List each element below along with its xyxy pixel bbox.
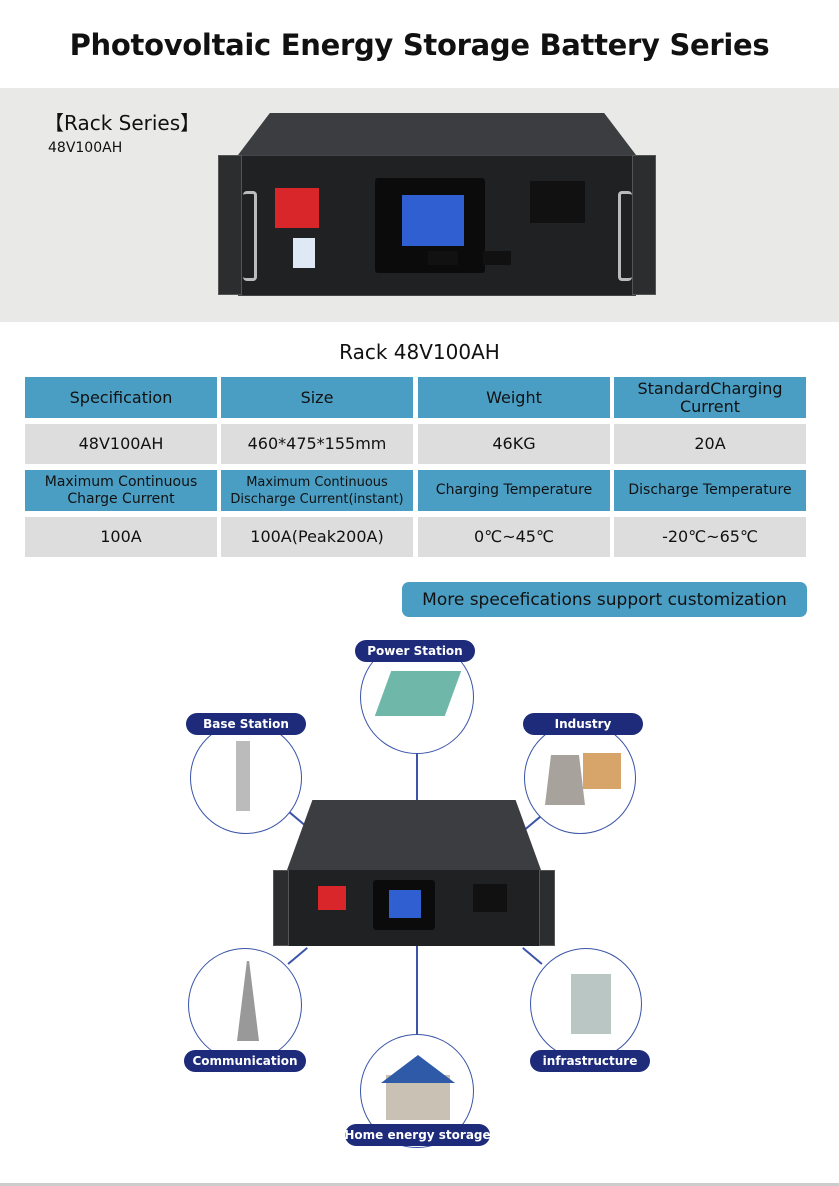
battery-image bbox=[273, 800, 555, 946]
battery-image bbox=[218, 113, 656, 296]
infrastructure-image bbox=[530, 948, 642, 1060]
customization-button[interactable]: More specefications support customizatio… bbox=[402, 582, 807, 617]
base-station-image bbox=[190, 722, 302, 834]
industry-image bbox=[524, 722, 636, 834]
table-header-cell: Discharge Temperature bbox=[614, 470, 806, 511]
table-cell: 0℃~45℃ bbox=[418, 517, 610, 557]
application-label: Base Station bbox=[186, 713, 306, 735]
application-label: infrastructure bbox=[530, 1050, 650, 1072]
table-cell: 100A bbox=[25, 517, 217, 557]
communication-image bbox=[188, 948, 302, 1062]
table-cell: 46KG bbox=[418, 424, 610, 464]
table-cell: -20℃~65℃ bbox=[614, 517, 806, 557]
product-title: Rack 48V100AH bbox=[339, 340, 500, 364]
application-label: Industry bbox=[523, 713, 643, 735]
application-label: Power Station bbox=[355, 640, 475, 662]
table-cell: 20A bbox=[614, 424, 806, 464]
table-header-cell: Weight bbox=[418, 377, 610, 418]
table-header-cell: StandardCharging Current bbox=[614, 377, 806, 418]
series-label: 【Rack Series】 bbox=[44, 111, 201, 135]
divider bbox=[0, 1183, 839, 1186]
table-header-cell: Size bbox=[221, 377, 413, 418]
application-label: Home energy storage bbox=[344, 1124, 491, 1146]
table-header-cell: Maximum Continuous Charge Current bbox=[25, 470, 217, 511]
table-header-cell: Specification bbox=[25, 377, 217, 418]
table-cell: 100A(Peak200A) bbox=[221, 517, 413, 557]
table-header-cell: Maximum Continuous Discharge Current(ins… bbox=[221, 470, 413, 511]
table-header-cell: Charging Temperature bbox=[418, 470, 610, 511]
table-cell: 460*475*155mm bbox=[221, 424, 413, 464]
application-label: Communication bbox=[184, 1050, 306, 1072]
page-title: Photovoltaic Energy Storage Battery Seri… bbox=[69, 28, 770, 62]
table-cell: 48V100AH bbox=[25, 424, 217, 464]
series-model: 48V100AH bbox=[48, 140, 123, 156]
